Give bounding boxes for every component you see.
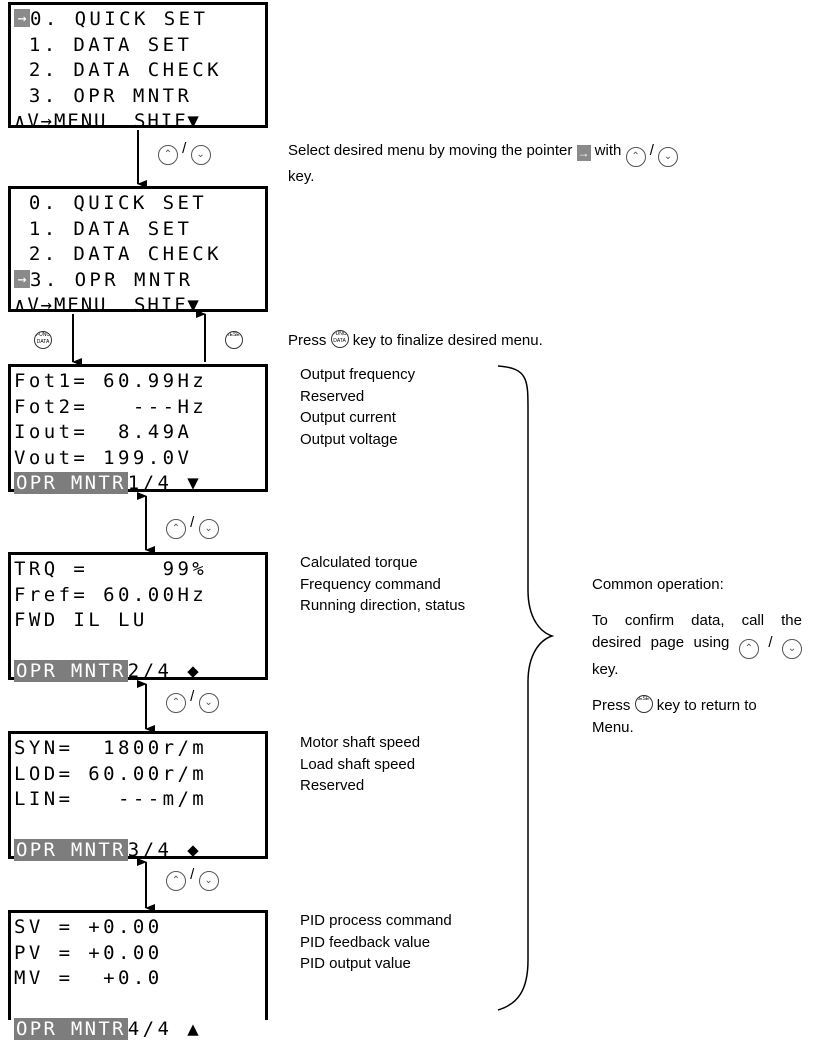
updown-keys-4: ⌃ / ⌄ bbox=[166, 866, 219, 891]
menu-pointer: → bbox=[14, 269, 30, 288]
notes-page-4: PID process command PID feedback value P… bbox=[300, 912, 452, 972]
lcd-row-motor-speed: SYN= 1800r/m bbox=[14, 737, 208, 759]
menu-item-data-check: 2. DATA CHECK bbox=[14, 243, 223, 266]
brace bbox=[497, 365, 555, 1011]
down-key-icon: ⌄ bbox=[198, 693, 219, 713]
updown-keys-2: ⌃ / ⌄ bbox=[166, 514, 219, 539]
lcd-row-frequency-command: Fref= 60.00Hz bbox=[14, 583, 208, 606]
select-instruction: Select desired menu by moving the pointe… bbox=[288, 141, 818, 187]
menu-item-data-check: 2. DATA CHECK bbox=[14, 59, 223, 82]
lcd-menu-screen-1: →0. QUICK SET 1. DATA SET 2. DATA CHECK … bbox=[8, 2, 268, 132]
pointer-icon: → bbox=[576, 145, 591, 161]
updown-keys-1: ⌃ / ⌄ bbox=[158, 140, 211, 165]
lcd-row-output-voltage: Vout= 199.0V bbox=[14, 446, 193, 469]
down-key-icon: ⌄ bbox=[782, 639, 803, 659]
notes-page-2: Calculated torque Frequency command Runn… bbox=[300, 554, 466, 614]
down-key-icon: ⌄ bbox=[190, 145, 211, 165]
opr-mntr-label: OPR MNTR bbox=[14, 472, 128, 495]
notes-page-1: Output frequency Reserved Output current… bbox=[300, 366, 416, 448]
common-operation: Common operation: To confirm data, call … bbox=[592, 576, 803, 736]
page-indicator: 2/4 ◆ bbox=[127, 660, 203, 683]
up-key-icon: ⌃ bbox=[166, 693, 186, 713]
common-title: Common operation: bbox=[592, 576, 724, 593]
page-indicator: 1/4 ▼ bbox=[127, 472, 203, 495]
flow-arrows bbox=[72, 130, 555, 1011]
menu-pointer: → bbox=[14, 9, 30, 27]
lcd-row-output-current: Iout= 8.49A bbox=[14, 421, 193, 444]
menu-item-data-set: 1. DATA SET bbox=[14, 33, 193, 56]
updown-keys-3: ⌃ / ⌄ bbox=[166, 688, 219, 713]
opr-mntr-label: OPR MNTR bbox=[14, 660, 128, 683]
up-key-icon: ⌃ bbox=[166, 871, 186, 891]
reset-key-icon: RESET bbox=[225, 331, 243, 349]
down-key-icon: ⌄ bbox=[658, 147, 679, 167]
up-key-icon: ⌃ bbox=[625, 147, 646, 167]
lcd-opr-mntr-page-3: SYN= 1800r/m LOD= 60.00r/m LIN= ---m/m O… bbox=[8, 731, 268, 862]
menu-item-data-set: 1. DATA SET bbox=[14, 217, 193, 240]
menu-item-opr-mntr: 3. OPR MNTR bbox=[14, 84, 193, 107]
menu-item-quick-set: 0. QUICK SET bbox=[14, 192, 208, 214]
press-instruction: Press FUNC DATA key to finalize desired … bbox=[288, 330, 543, 349]
lcd-row-reserved: Fot2= ---Hz bbox=[14, 395, 208, 418]
lcd-opr-mntr-page-2: TRQ = 99% Fref= 60.00Hz FWD IL LU OPR MN… bbox=[8, 552, 268, 683]
lcd-row-status: FWD IL LU bbox=[14, 609, 148, 632]
func-data-key-icon: FUNC DATA bbox=[34, 331, 52, 349]
up-key-icon: ⌃ bbox=[166, 519, 186, 539]
lcd-opr-mntr-page-1: Fot1= 60.99Hz Fot2= ---Hz Iout= 8.49A Vo… bbox=[8, 364, 268, 495]
page-indicator: 4/4 ▲ bbox=[127, 1018, 203, 1041]
lcd-row-load-speed: LOD= 60.00r/m bbox=[14, 762, 208, 785]
down-key-icon: ⌄ bbox=[198, 871, 219, 891]
menu-footer: ∧V→MENU SHIF▼ bbox=[14, 294, 201, 317]
reset-key-icon: RESET bbox=[634, 695, 653, 713]
lcd-row-torque: TRQ = 99% bbox=[14, 558, 208, 580]
menu-item-opr-mntr: 3. OPR MNTR bbox=[30, 268, 194, 291]
page-indicator: 3/4 ◆ bbox=[127, 839, 203, 862]
menu-item-quick-set: 0. QUICK SET bbox=[30, 8, 209, 30]
notes-page-3: Motor shaft speed Load shaft speed Reser… bbox=[300, 734, 421, 794]
menu-footer: ∧V→MENU SHIF▼ bbox=[14, 110, 201, 133]
lcd-row-pv: PV = +0.00 bbox=[14, 941, 163, 964]
lcd-row-output-frequency: Fot1= 60.99Hz bbox=[14, 370, 208, 392]
up-key-icon: ⌃ bbox=[738, 639, 759, 659]
lcd-row-line-speed: LIN= ---m/m bbox=[14, 788, 208, 811]
up-key-icon: ⌃ bbox=[158, 145, 178, 165]
func-data-key-icon: FUNC DATA bbox=[330, 330, 349, 348]
opr-mntr-label: OPR MNTR bbox=[14, 1018, 128, 1041]
opr-mntr-label: OPR MNTR bbox=[14, 839, 128, 862]
lcd-menu-screen-2: 0. QUICK SET 1. DATA SET 2. DATA CHECK →… bbox=[8, 186, 268, 316]
lcd-row-sv: SV = +0.00 bbox=[14, 916, 163, 938]
lcd-row-mv: MV = +0.0 bbox=[14, 967, 163, 990]
down-key-icon: ⌄ bbox=[198, 519, 219, 539]
